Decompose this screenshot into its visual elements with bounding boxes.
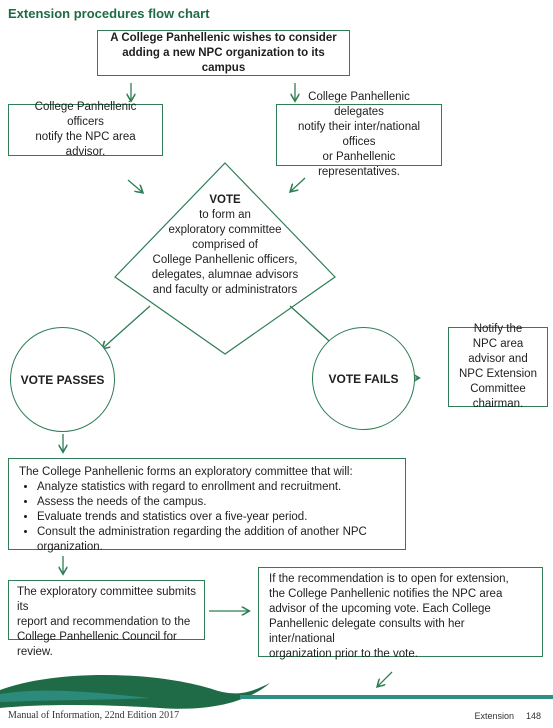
submit-box: The exploratory committee submits its re… [8,580,205,658]
footer-wave-light [0,690,150,702]
committee-bullet: Assess the needs of the campus. [37,495,395,510]
committee-bullet: Consult the administration regarding the… [37,525,395,555]
vote-heading: VOTE [209,194,241,206]
page-title: Extension procedures flow chart [8,6,210,21]
vote-line: exploratory committee [168,224,282,236]
committee-bullets: Analyze statistics with regard to enroll… [19,480,395,555]
vote-diamond: VOTE to form an exploratory committee co… [140,193,310,298]
officers-box-line2: notify the NPC area advisor. [35,131,136,158]
committee-bullet: Analyze statistics with regard to enroll… [37,480,395,495]
arrow-delegates-to-vote [291,177,306,191]
submit-box-line2: report and recommendation to the [17,616,191,628]
start-box-line2: adding a new NPC organization to its cam… [122,46,325,74]
footer-page-info: Extension 148 [462,711,541,721]
delegates-box: College Panhellenic delegates notify the… [276,91,442,178]
notify-box-line3: NPC Extension [459,368,537,380]
recommend-box-line2: the College Panhellenic notifies the NPC… [269,588,503,600]
vote-line: comprised of [192,239,258,251]
delegates-box-line1: College Panhellenic delegates [308,91,410,118]
committee-bullet: Evaluate trends and statistics over a fi… [37,510,395,525]
recommend-box-line1: If the recommendation is to open for ext… [269,573,509,585]
footer-section: Extension [474,711,514,721]
recommend-box: If the recommendation is to open for ext… [258,567,543,660]
arrow-officers-to-vote [127,179,142,192]
submit-box-line3: College Panhellenic Council for review. [17,631,177,658]
vote-fails-circle: VOTE FAILS [312,327,415,430]
vote-line: delegates, alumnae advisors [151,269,299,281]
notify-box-line2: NPC area advisor and [468,338,528,365]
start-box: A College Panhellenic wishes to consider… [97,30,350,76]
notify-box-line1: Notify the [473,323,523,335]
notify-box: Notify the NPC area advisor and NPC Exte… [448,323,548,410]
recommend-box-line3: advisor of the upcoming vote. Each Colle… [269,603,491,615]
vote-diamond-shape [114,162,336,355]
committee-intro: The College Panhellenic forms an explora… [19,466,353,478]
delegates-box-line2: notify their inter/national offices [297,121,421,148]
notify-box-line4: Committee chairman. [470,383,526,410]
vote-line: College Panhellenic officers, [152,254,298,266]
vote-line: to form an [199,209,251,221]
vote-line: and faculty or administrators [152,284,298,296]
officers-box: College Panhellenic officers notify the … [8,101,163,158]
footer-manual: Manual of Information, 22nd Edition 2017 [8,710,180,721]
committee-box: The College Panhellenic forms an explora… [8,458,406,553]
footer-rule [240,695,553,699]
delegates-box-line3: or Panhellenic representatives. [318,151,400,178]
arrow-recommend-to-next [378,671,393,686]
vote-passes-label: VOTE PASSES [20,372,105,387]
arrow-vote-to-passes [103,305,151,348]
recommend-box-line5: organization prior to the vote. [269,648,418,660]
start-box-line1: A College Panhellenic wishes to consider [110,31,337,44]
vote-fails-label: VOTE FAILS [328,371,399,386]
vote-passes-circle: VOTE PASSES [10,327,115,432]
footer-page-number: 148 [525,711,541,721]
recommend-box-line4: Panhellenic delegate consults with her i… [269,618,465,645]
footer-wave-dark [0,674,270,709]
submit-box-line1: The exploratory committee submits its [17,586,196,613]
officers-box-line1: College Panhellenic officers [34,101,137,128]
